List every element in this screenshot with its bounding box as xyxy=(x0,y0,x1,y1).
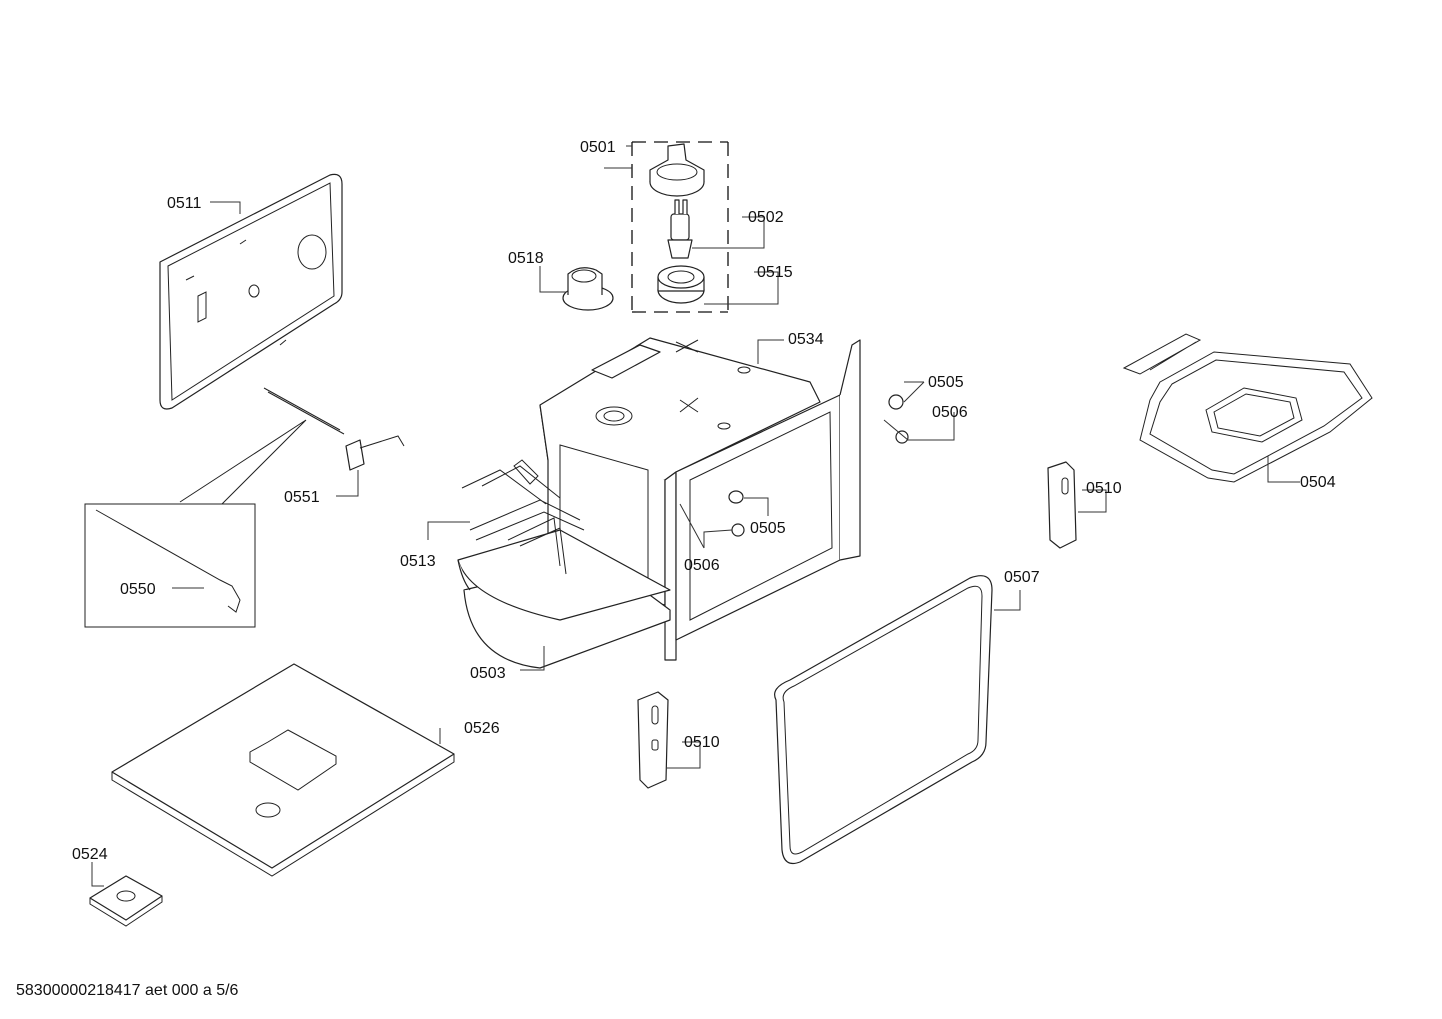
document-number-footer: 58300000218417 aet 000 a 5/6 xyxy=(16,982,239,999)
part-0506-plug-upper xyxy=(895,430,909,444)
part-0504-grill-element xyxy=(1122,333,1373,483)
part-0550-detail-box xyxy=(84,419,307,628)
label-0505-lower: 0505 xyxy=(750,520,786,537)
label-0505-upper: 0505 xyxy=(928,374,964,391)
part-0551-sensor-bracket xyxy=(263,387,405,471)
label-0506-lower: 0506 xyxy=(684,557,720,574)
label-0506-upper: 0506 xyxy=(932,404,968,421)
leader-lines xyxy=(91,145,1300,887)
part-0501-lamp-group xyxy=(631,141,729,313)
part-0510-hinge-front xyxy=(637,691,669,789)
part-0506-plug-lower xyxy=(731,523,745,537)
part-0518-socket-cap xyxy=(562,267,614,311)
label-0510-right: 0510 xyxy=(1086,480,1122,497)
part-0513-shelf-support xyxy=(461,459,585,575)
part-0534-oven-cavity xyxy=(539,337,861,661)
part-0511-back-panel xyxy=(159,173,343,410)
part-0502-bulb xyxy=(667,199,693,259)
part-0507-door-seal xyxy=(774,575,993,865)
label-0511: 0511 xyxy=(167,195,202,212)
part-0510-hinge-right xyxy=(1047,461,1077,549)
part-0503-trays xyxy=(457,529,671,669)
part-0526-insulation xyxy=(111,663,455,877)
label-0515: 0515 xyxy=(757,264,793,281)
label-0507: 0507 xyxy=(1004,569,1040,586)
label-0526: 0526 xyxy=(464,720,500,737)
label-0524: 0524 xyxy=(72,846,108,863)
part-0505-connector-lower xyxy=(728,490,744,504)
label-0501: 0501 xyxy=(580,139,616,156)
label-0502: 0502 xyxy=(748,209,784,226)
label-0518: 0518 xyxy=(508,250,544,267)
label-0534: 0534 xyxy=(788,331,824,348)
label-0550: 0550 xyxy=(120,581,156,598)
part-0524-pad xyxy=(89,875,163,927)
label-0503: 0503 xyxy=(470,665,506,682)
part-0515-lamp-socket xyxy=(657,265,705,304)
part-0505-connector-upper xyxy=(888,394,904,410)
label-0513: 0513 xyxy=(400,553,436,570)
label-0504: 0504 xyxy=(1300,474,1336,491)
label-0551: 0551 xyxy=(284,489,320,506)
label-0510-front: 0510 xyxy=(684,734,720,751)
